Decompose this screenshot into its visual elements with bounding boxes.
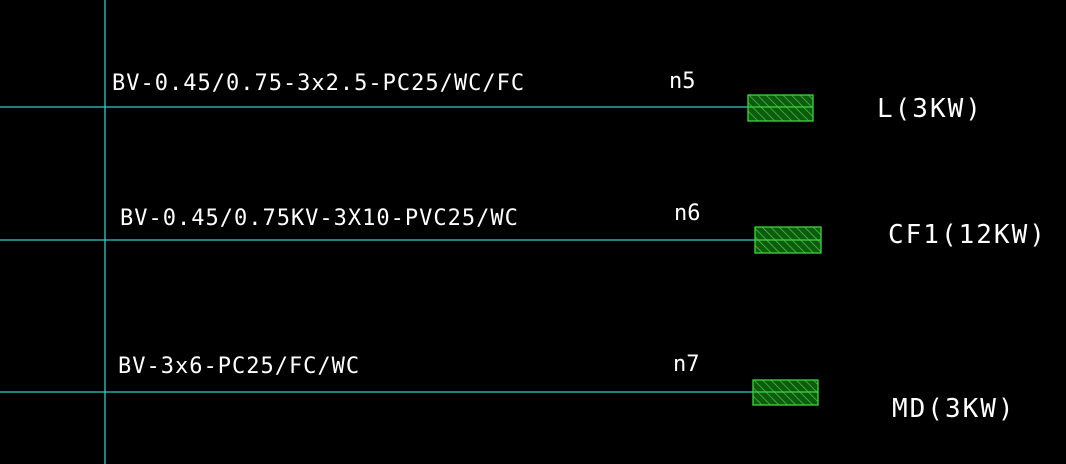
circuit-row-2: BV-0.45/0.75KV-3X10-PVC25/WC n6 CF1(12KW… xyxy=(0,201,1047,254)
load-label-2: CF1(12KW) xyxy=(888,220,1047,250)
circuit-row-1: BV-0.45/0.75-3x2.5-PC25/WC/FC n5 L(3KW) xyxy=(0,69,983,124)
circuit-row-3: BV-3x6-PC25/FC/WC n7 MD(3KW) xyxy=(0,352,1016,424)
circuit-id-label-2: n6 xyxy=(674,201,701,226)
load-symbol-1 xyxy=(747,94,814,122)
load-symbol-2 xyxy=(754,226,822,254)
load-label-1: L(3KW) xyxy=(877,94,983,124)
cable-spec-label-2: BV-0.45/0.75KV-3X10-PVC25/WC xyxy=(120,206,519,231)
cable-spec-label-3: BV-3x6-PC25/FC/WC xyxy=(118,354,360,379)
circuit-id-label-1: n5 xyxy=(669,69,696,94)
load-label-3: MD(3KW) xyxy=(892,394,1016,424)
circuit-id-label-3: n7 xyxy=(673,352,700,377)
cable-spec-label-1: BV-0.45/0.75-3x2.5-PC25/WC/FC xyxy=(112,71,525,96)
load-symbol-3 xyxy=(752,379,819,406)
